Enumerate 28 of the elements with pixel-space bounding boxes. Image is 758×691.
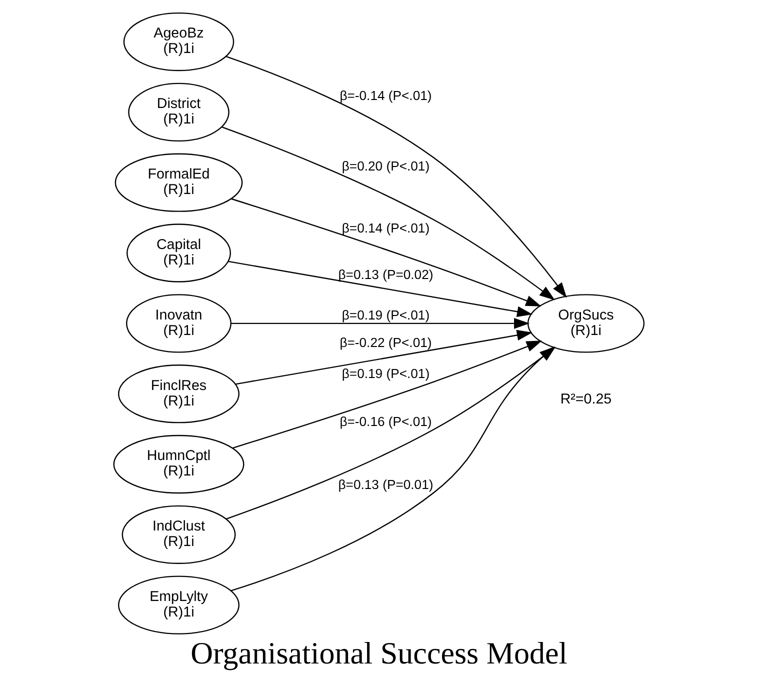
arrow: [226, 56, 567, 298]
node-ellipse: EmpLylty (R)1i: [118, 576, 240, 634]
edge-label: β=0.19 (P<.01): [342, 308, 430, 323]
node-ellipse: HumnCptl (R)1i: [113, 434, 244, 494]
edge-label: β=0.19 (P<.01): [342, 366, 430, 382]
node-ellipse: Capital (R)1i: [126, 224, 231, 282]
node-label: R²=0.25: [560, 392, 612, 408]
arrow: [228, 260, 533, 318]
edge-label: β=-0.16 (P<.01): [340, 414, 432, 429]
arrow: [232, 340, 542, 449]
node-ellipse: OrgSucs (R)1i: [527, 294, 645, 353]
edge-label: β=0.13 (P=0.01): [338, 477, 434, 492]
edge-label: β=-0.22 (P<.01): [340, 335, 432, 350]
node-ellipse: IndClust (R)1i: [122, 505, 236, 564]
node-ellipse: Inovatn (R)1i: [126, 294, 232, 353]
edge-label: β=0.20 (P<.01): [342, 158, 430, 174]
diagram-title: Organisational Success Model: [190, 635, 568, 670]
arrow: [231, 318, 530, 329]
arrow: [235, 330, 532, 385]
edge-label: β=-0.14 (P<.01): [340, 88, 432, 104]
node-ellipse: District (R)1i: [128, 82, 230, 142]
node-ellipse: FinclRes (R)1i: [118, 364, 240, 424]
arrow: [230, 198, 542, 306]
arrow: [222, 126, 555, 300]
edge-label: β=0.13 (P=0.02): [338, 267, 434, 282]
edge-label: β=0.14 (P<.01): [342, 220, 430, 236]
node-ellipse: FormalEd (R)1i: [114, 153, 243, 212]
node-ellipse: AgeoBz (R)1i: [123, 12, 234, 72]
